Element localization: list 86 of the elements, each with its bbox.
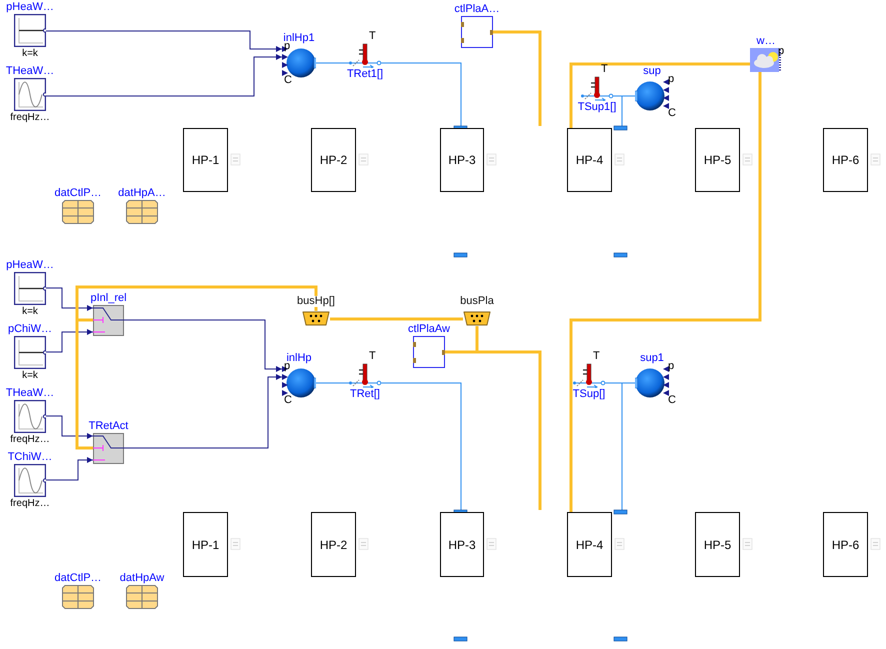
component-name: inlHp bbox=[286, 353, 312, 364]
component-name: pInl_rel bbox=[90, 293, 127, 304]
heat-pump-box bbox=[183, 128, 228, 192]
parameter-text: k=k bbox=[22, 307, 38, 317]
port-letter: T bbox=[601, 64, 608, 75]
heat-pump-box bbox=[567, 512, 612, 577]
component-name: TRet1[] bbox=[346, 69, 384, 80]
port-letter: p bbox=[668, 74, 674, 85]
parameter-text: freqHz… bbox=[10, 499, 50, 509]
heat-pump-box bbox=[695, 128, 740, 192]
port-letter: p bbox=[778, 46, 784, 57]
component-name: TRetAct bbox=[88, 421, 128, 432]
heat-pump-label: HP-3 bbox=[447, 538, 477, 550]
parameter-text: freqHz… bbox=[10, 113, 50, 123]
heat-pump-label: HP-6 bbox=[830, 538, 860, 550]
component-name: w… bbox=[756, 36, 776, 47]
heat-pump-box bbox=[311, 128, 356, 192]
component-name: pHeaW… bbox=[6, 2, 54, 13]
heat-pump-label: HP-5 bbox=[702, 538, 732, 550]
port-letter: T bbox=[593, 351, 600, 362]
component-name: ctlPlaA… bbox=[454, 4, 500, 15]
component-name: THeaW… bbox=[6, 388, 54, 399]
component-name: datCtlP… bbox=[54, 573, 102, 584]
port-letter: C bbox=[668, 108, 676, 119]
heat-pump-box bbox=[440, 512, 484, 577]
bus-line bbox=[445, 350, 542, 510]
bus-line bbox=[330, 318, 463, 320]
heat-pump-label: HP-4 bbox=[574, 154, 604, 166]
heat-pump-label: HP-6 bbox=[830, 154, 860, 166]
component-name: ctlPlaAw bbox=[408, 324, 450, 335]
connector-line bbox=[124, 320, 282, 372]
connector-line bbox=[316, 62, 350, 64]
connector-line bbox=[46, 416, 94, 439]
component-name: TChiW… bbox=[8, 452, 52, 463]
heat-pump-box bbox=[183, 512, 228, 577]
heat-pump-label: HP-4 bbox=[574, 538, 604, 550]
heat-pump-label: HP-5 bbox=[702, 154, 732, 166]
connector-line bbox=[604, 382, 636, 384]
component-name: inlHp1 bbox=[283, 33, 315, 44]
heat-pump-box bbox=[311, 512, 356, 577]
heat-pump-box bbox=[695, 512, 740, 577]
component-name: TRet[] bbox=[350, 389, 380, 400]
connector-line bbox=[46, 457, 94, 480]
heat-pump-box bbox=[567, 128, 612, 192]
parameter-text: freqHz… bbox=[10, 435, 50, 445]
connector-line bbox=[380, 62, 462, 128]
heat-pump-label: HP-2 bbox=[318, 154, 348, 166]
connector-line bbox=[46, 30, 282, 52]
connector-line bbox=[46, 288, 94, 311]
port-letter: p bbox=[284, 361, 290, 372]
bus-line bbox=[493, 30, 542, 126]
component-name: busHp[] bbox=[297, 296, 335, 307]
component-name: THeaW… bbox=[6, 66, 54, 77]
component-name: sup bbox=[643, 66, 661, 77]
parameter-text: k=k bbox=[22, 371, 38, 381]
heat-pump-label: HP-1 bbox=[190, 538, 220, 550]
port-letter: T bbox=[369, 351, 376, 362]
component-name: TSup[] bbox=[572, 389, 606, 400]
connector-line bbox=[46, 329, 94, 352]
connector-line bbox=[46, 54, 282, 96]
connector-line bbox=[316, 382, 350, 384]
component-name: pHeaW… bbox=[6, 260, 54, 271]
port-letter: C bbox=[668, 395, 676, 406]
component-name: datHpAw bbox=[120, 573, 164, 584]
component-name: pChiW… bbox=[8, 324, 52, 335]
component-name: busPla bbox=[460, 296, 494, 307]
component-name: sup1 bbox=[640, 353, 664, 364]
heat-pump-label: HP-1 bbox=[190, 154, 220, 166]
bus-line bbox=[570, 62, 750, 128]
heat-pump-box bbox=[440, 128, 484, 192]
heat-pump-label: HP-3 bbox=[447, 154, 477, 166]
port-letter: C bbox=[284, 395, 292, 406]
parameter-text: k=k bbox=[22, 49, 38, 59]
port-letter: C bbox=[284, 75, 292, 86]
heat-pump-box bbox=[823, 128, 868, 192]
component-name: TSup1[] bbox=[578, 102, 616, 113]
component-name: datHpA… bbox=[118, 188, 166, 199]
bus-line bbox=[76, 286, 318, 450]
component-name: datCtlP… bbox=[54, 188, 102, 199]
port-letter: p bbox=[284, 41, 290, 52]
port-letter: T bbox=[369, 31, 376, 42]
heat-pump-label: HP-2 bbox=[318, 538, 348, 550]
connector-line bbox=[380, 382, 462, 512]
connector-line bbox=[124, 374, 282, 448]
port-letter: p bbox=[668, 361, 674, 372]
heat-pump-box bbox=[823, 512, 868, 577]
